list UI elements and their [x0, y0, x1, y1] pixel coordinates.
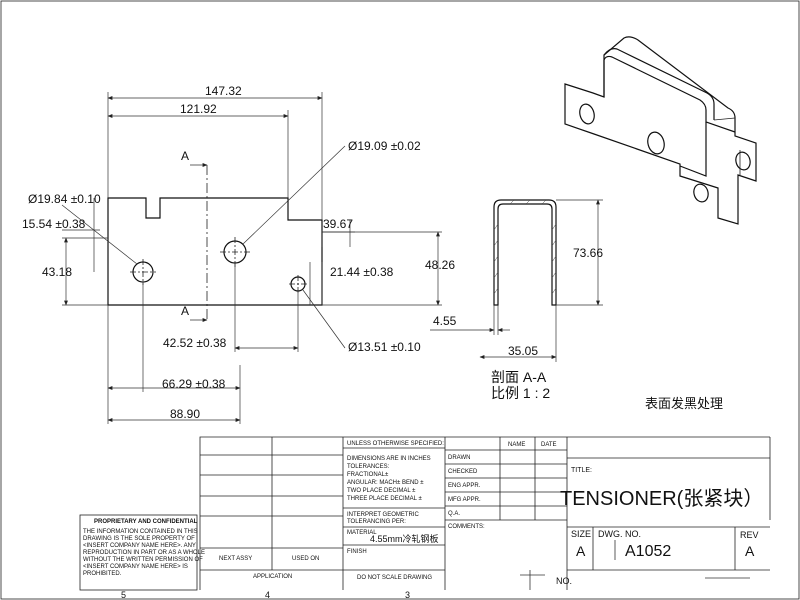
iso-hole-2 — [647, 131, 665, 155]
dim-121-92: 121.92 — [180, 102, 217, 116]
tb-dont-scale: DO NOT SCALE DRAWING — [357, 575, 432, 581]
tb-interpret: INTERPRET GEOMETRIC — [347, 512, 420, 518]
iso-hole-3 — [693, 183, 709, 203]
tb-prop-title: PROPRIETARY AND CONFIDENTIAL — [94, 519, 198, 525]
tb-fractional: FRACTIONAL± — [347, 472, 389, 478]
tb-dims-inches: DIMENSIONS ARE IN INCHES — [347, 456, 431, 462]
section-profile — [493, 199, 557, 306]
tb-application: APPLICATION — [253, 574, 292, 580]
surface-note: 表面发黑处理 — [645, 396, 723, 411]
tb-material: 4.55mm冷轧钢板 — [370, 533, 439, 544]
tb-material-label: MATERIAL — [347, 530, 377, 536]
front-view-outline — [107, 197, 323, 306]
iso-hole-4 — [735, 151, 751, 171]
tb-no-label: NO. — [556, 576, 572, 586]
tb-prop-2: DRAWING IS THE SOLE PROPERTY OF — [83, 536, 195, 542]
tb-prop-5: WITHOUT THE WRITTEN PERMISSION OF — [83, 557, 203, 563]
zone-4: 4 — [265, 590, 270, 600]
title-block — [79, 436, 771, 591]
tb-date-header: DATE — [541, 442, 557, 448]
dim-48-26: 48.26 — [425, 258, 455, 272]
dim-4-55: 4.55 — [433, 314, 457, 328]
title-block-text: UNLESS OTHERWISE SPECIFIED: NAME DATE DI… — [83, 441, 763, 600]
dim-phi-19-84: Ø19.84 ±0.10 — [28, 192, 101, 206]
front-dimensions — [61, 92, 442, 424]
tb-used-on: USED ON — [292, 556, 319, 562]
tb-three-place: THREE PLACE DECIMAL ± — [347, 496, 422, 502]
tb-tolerancing: TOLERANCING PER: — [347, 519, 406, 525]
tb-comments: COMMENTS: — [448, 524, 485, 530]
tb-dwg-no-label: DWG. NO. — [598, 529, 641, 539]
dim-phi-13-51: Ø13.51 ±0.10 — [348, 340, 421, 354]
dim-66-29: 66.29 ±0.38 — [162, 377, 226, 391]
isometric-view — [564, 36, 757, 225]
tb-dwg-no: A1052 — [625, 543, 671, 560]
tb-size-label: SIZE — [571, 529, 591, 539]
tb-checked: CHECKED — [448, 469, 478, 475]
tb-tolerances: TOLERANCES: — [347, 464, 390, 470]
tb-prop-3: <INSERT COMPANY NAME HERE>. ANY — [83, 543, 196, 549]
zone-3: 3 — [405, 590, 410, 600]
section-mark-top: A — [181, 149, 189, 163]
tb-drawn: DRAWN — [448, 455, 470, 461]
tb-name-header: NAME — [508, 442, 525, 448]
tb-prop-1: THE INFORMATION CONTAINED IN THIS — [83, 529, 198, 535]
dim-43-18: 43.18 — [42, 265, 72, 279]
section-scale: 比例 1 : 2 — [491, 385, 550, 401]
dim-phi-19-09: Ø19.09 ±0.02 — [348, 139, 421, 153]
zone-5: 5 — [121, 590, 126, 600]
dim-73-66: 73.66 — [573, 246, 603, 260]
dim-15-54: 15.54 ±0.38 — [22, 217, 86, 231]
section-title: 剖面 A-A — [491, 369, 547, 385]
tb-prop-4: REPRODUCTION IN PART OR AS A WHOLE — [83, 550, 205, 556]
tb-mfg-appr: MFG APPR. — [448, 497, 481, 503]
tb-finish: FINISH — [347, 549, 367, 555]
tb-eng-appr: ENG APPR. — [448, 483, 481, 489]
tb-title-label: TITLE: — [571, 467, 592, 474]
tb-rev-label: REV — [740, 530, 759, 540]
dimension-labels: 147.32 121.92 Ø19.09 ±0.02 Ø19.84 ±0.10 … — [22, 84, 455, 421]
dim-42-52: 42.52 ±0.38 — [163, 336, 227, 350]
tb-rev: A — [745, 543, 755, 559]
tb-title: TENSIONER(张紧块） — [560, 487, 763, 510]
section-mark-bottom: A — [181, 304, 189, 318]
tb-prop-6: <INSERT COMPANY NAME HERE> IS — [83, 564, 188, 570]
section-view — [430, 199, 603, 362]
tb-two-place: TWO PLACE DECIMAL ± — [347, 488, 416, 494]
tb-size: A — [576, 543, 586, 559]
iso-outline — [564, 36, 757, 225]
iso-hole-1 — [579, 103, 595, 125]
dim-21-44: 21.44 ±0.38 — [330, 265, 394, 279]
tb-qa: Q.A. — [448, 511, 460, 517]
dim-147-32: 147.32 — [205, 84, 242, 98]
front-view — [107, 163, 323, 322]
tb-angular: ANGULAR: MACH± BEND ± — [347, 480, 424, 486]
dim-39-67: 39.67 — [323, 217, 353, 231]
dim-35-05: 35.05 — [508, 344, 538, 358]
tb-prop-7: PROHIBITED. — [83, 571, 122, 577]
bottom-marks — [520, 540, 750, 590]
tb-unless: UNLESS OTHERWISE SPECIFIED: — [347, 441, 444, 447]
tb-next-assy: NEXT ASSY — [219, 556, 252, 562]
dim-88-90: 88.90 — [170, 407, 200, 421]
